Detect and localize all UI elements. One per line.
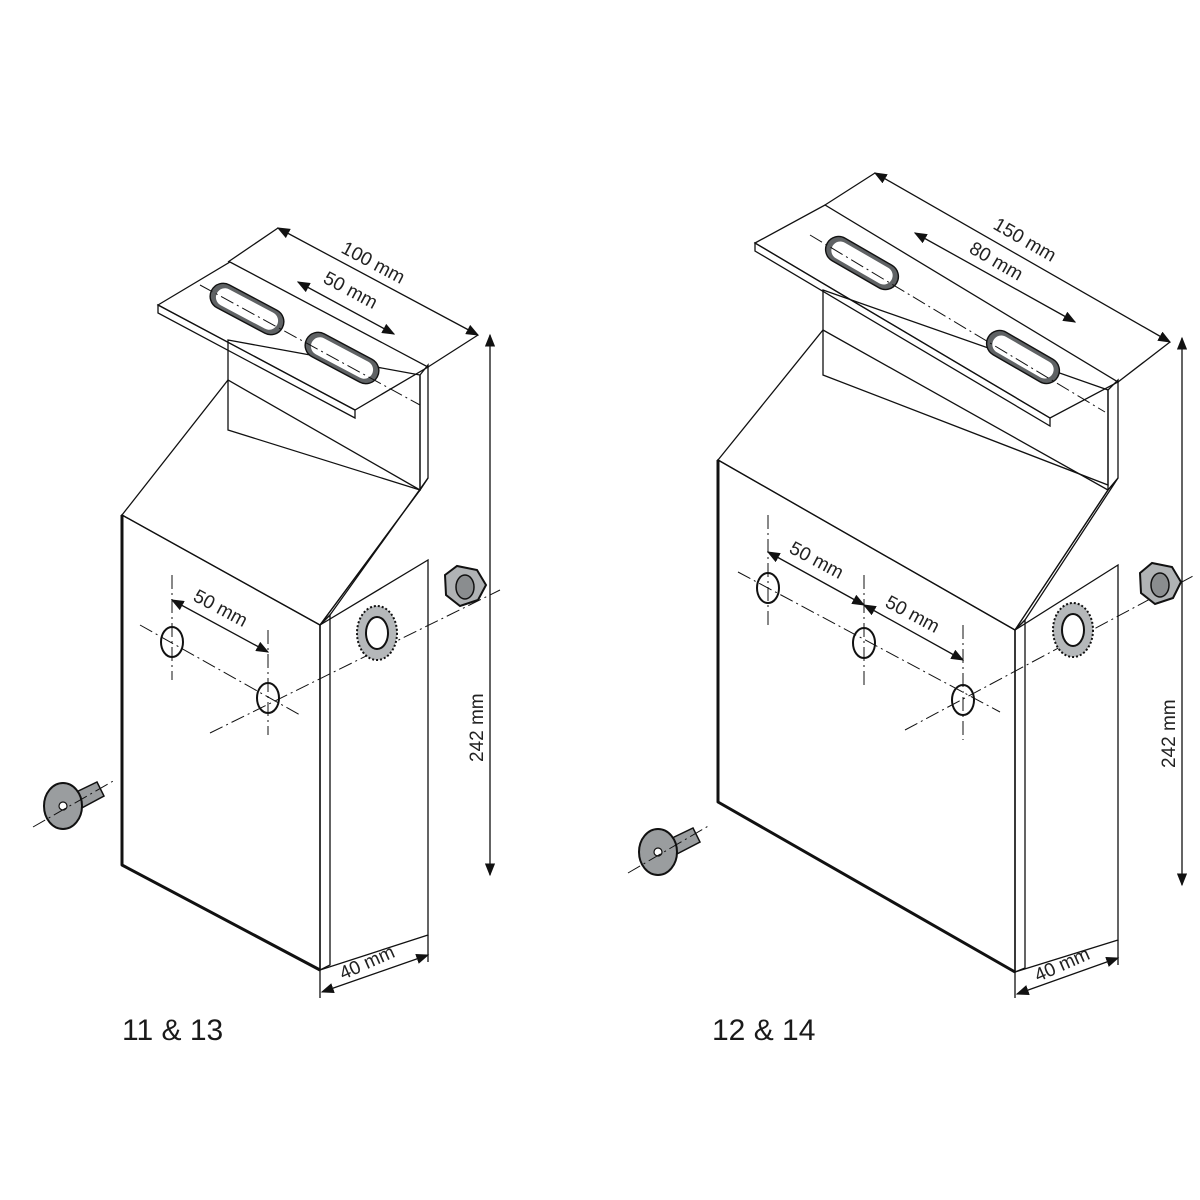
hole-spacing-label: 50 mm	[786, 538, 847, 584]
top-flange	[753, 204, 1120, 419]
hole-spacing-label: 50 mm	[882, 592, 943, 638]
slot	[304, 331, 380, 385]
slot	[824, 235, 900, 291]
angled-top-face	[121, 379, 421, 626]
depth-label: 40 mm	[1031, 944, 1093, 987]
serrated-washer-icon	[356, 605, 398, 661]
hex-nut-icon	[1138, 561, 1183, 606]
hex-nut-icon	[443, 564, 488, 608]
hole-spacing-label: 50 mm	[190, 586, 251, 632]
serrated-washer-icon	[1052, 602, 1094, 658]
front-face	[121, 513, 321, 972]
bracket-12-14: 50 mm 50 mm 150 mm 80 mm 242 mm 40 mm 12…	[627, 172, 1196, 1047]
front-face	[717, 458, 1016, 974]
depth-label: 40 mm	[336, 942, 398, 985]
slot	[985, 329, 1061, 385]
bolt-icon	[32, 779, 116, 830]
slot	[209, 282, 285, 336]
bracket-11-13: 50 mm 100 mm 50 mm 242 mm 40 mm	[32, 227, 501, 1047]
back-web	[822, 289, 1109, 486]
height-label: 242 mm	[1159, 699, 1180, 768]
slot-spacing-label: 50 mm	[320, 268, 381, 314]
bolt-icon	[627, 824, 711, 876]
height-label: 242 mm	[467, 693, 488, 762]
bracket-caption: 12 & 14	[712, 1014, 815, 1047]
bracket-caption: 11 & 13	[122, 1014, 223, 1047]
